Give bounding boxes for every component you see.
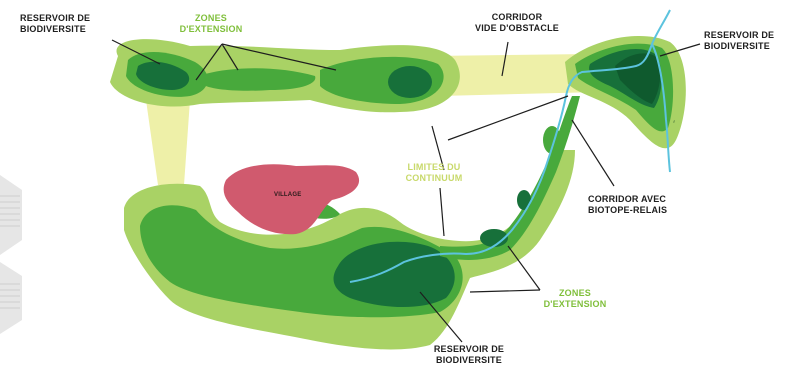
label-village: VILLAGE [274, 192, 301, 199]
left-yellow-link [146, 100, 190, 185]
left-edge-decoration [0, 175, 22, 334]
river-mark: ~ [670, 120, 676, 123]
bottom-continuum [124, 96, 580, 349]
top-left-continuum [110, 39, 460, 112]
